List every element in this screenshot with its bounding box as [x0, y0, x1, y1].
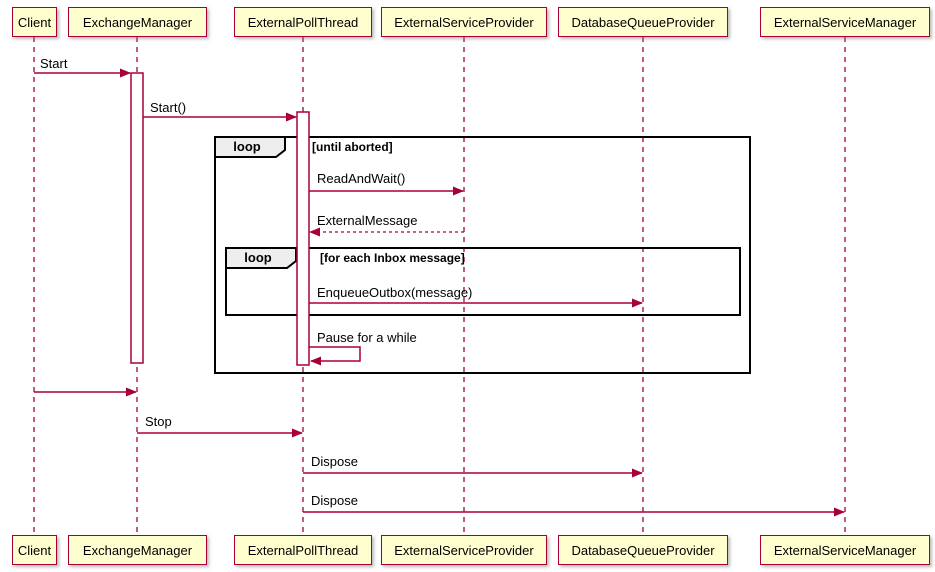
- loop-operator-tab-outer: [214, 136, 286, 158]
- message-label-dispose-queue: Dispose: [311, 454, 358, 469]
- activation-exchange-manager: [130, 72, 144, 364]
- activation-external-poll-thread: [296, 111, 310, 366]
- message-label-start: Start: [40, 56, 68, 71]
- participant-external-poll-thread-bottom: ExternalPollThread: [234, 535, 372, 565]
- participant-client-bottom: Client: [12, 535, 57, 565]
- message-label-external-message: ExternalMessage: [317, 213, 418, 228]
- participant-external-service-manager-bottom: ExternalServiceManager: [760, 535, 930, 565]
- message-label-stop: Stop: [145, 414, 172, 429]
- message-label-read-and-wait: ReadAndWait(): [317, 171, 406, 186]
- message-label-pause: Pause for a while: [317, 330, 417, 345]
- participant-database-queue-provider-bottom: DatabaseQueueProvider: [558, 535, 728, 565]
- participant-external-service-provider-bottom: ExternalServiceProvider: [381, 535, 547, 565]
- participant-external-service-manager-top: ExternalServiceManager: [760, 7, 930, 37]
- participant-external-poll-thread-top: ExternalPollThread: [234, 7, 372, 37]
- participant-external-service-provider-top: ExternalServiceProvider: [381, 7, 547, 37]
- message-arrow-pause-self: [309, 346, 361, 366]
- participant-exchange-manager-top: ExchangeManager: [68, 7, 207, 37]
- participant-client-top: Client: [12, 7, 57, 37]
- loop-fragment-outer: [214, 136, 751, 374]
- participant-database-queue-provider-top: DatabaseQueueProvider: [558, 7, 728, 37]
- loop-operator-label-inner: loop: [244, 250, 272, 265]
- message-label-enqueue-outbox: EnqueueOutbox(message): [317, 285, 473, 300]
- loop-operator-label-outer: loop: [233, 139, 261, 154]
- loop-condition-outer: [until aborted]: [312, 140, 393, 154]
- participant-exchange-manager-bottom: ExchangeManager: [68, 535, 207, 565]
- loop-operator-tab-inner: [225, 247, 297, 269]
- message-label-dispose-manager: Dispose: [311, 493, 358, 508]
- message-label-start-call: Start(): [150, 100, 187, 115]
- loop-fragment-inner: [225, 247, 741, 316]
- loop-condition-inner: [for each Inbox message]: [320, 251, 465, 265]
